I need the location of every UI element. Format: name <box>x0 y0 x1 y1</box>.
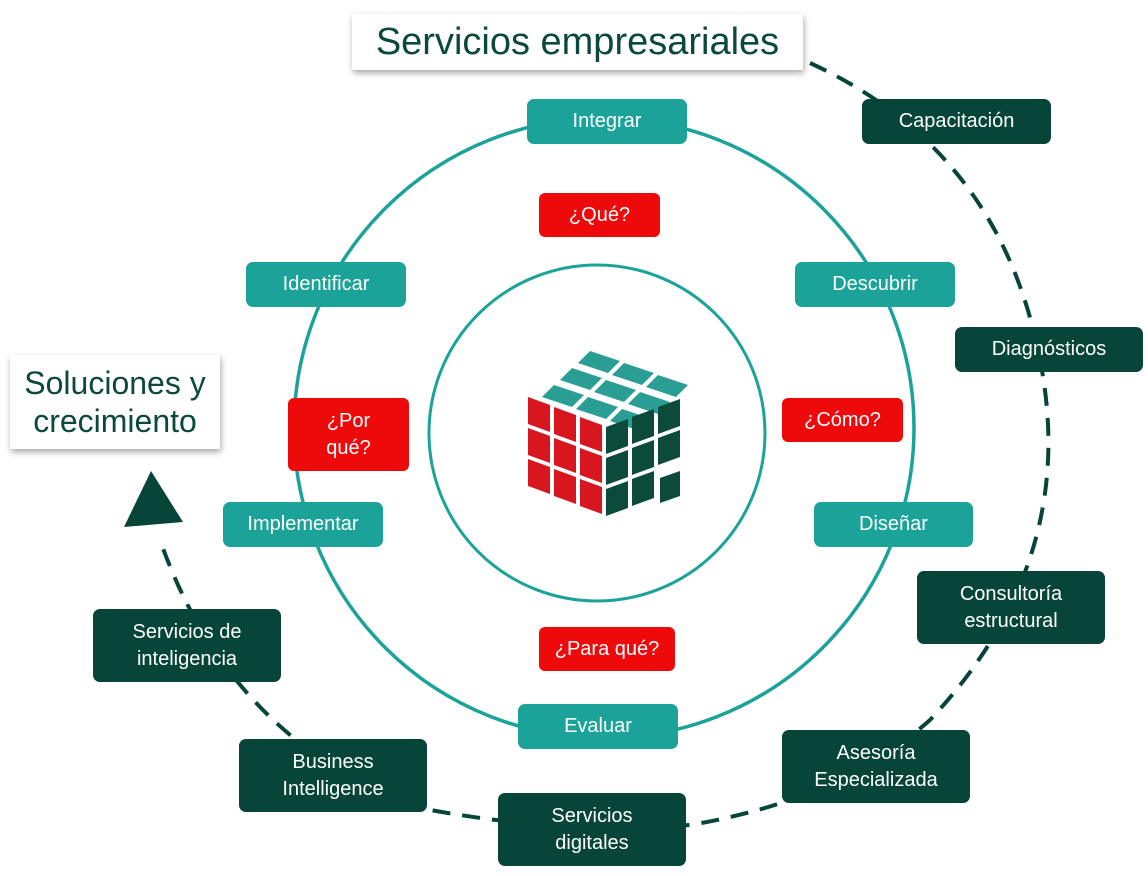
service-diagnosticos: Diagnósticos <box>955 327 1143 372</box>
service-servicios-de-inteligencia: Servicios de inteligencia <box>93 609 281 682</box>
service-business-intelligence: Business Intelligence <box>239 739 427 812</box>
side-title-text: Soluciones y crecimiento <box>24 365 206 439</box>
inner-ring <box>427 263 767 603</box>
question-como: ¿Cómo? <box>782 398 903 442</box>
step-implementar: Implementar <box>223 502 383 547</box>
question-para-que: ¿Para qué? <box>539 627 675 671</box>
diagram-title-text: Servicios empresariales <box>375 20 780 63</box>
question-que: ¿Qué? <box>539 193 660 237</box>
question-por-que: ¿Por qué? <box>288 398 409 471</box>
rubiks-cube-icon <box>528 351 688 516</box>
step-integrar: Integrar <box>527 99 687 144</box>
service-capacitacion: Capacitación <box>862 99 1051 144</box>
service-servicios-digitales: Servicios digitales <box>498 793 686 866</box>
service-consultoria-estructural: Consultoría estructural <box>917 571 1105 644</box>
triangle-arrowhead-icon <box>124 471 183 527</box>
step-evaluar: Evaluar <box>518 704 678 749</box>
diagram-title: Servicios empresariales <box>352 14 803 70</box>
step-disenar: Diseñar <box>814 502 973 547</box>
side-title: Soluciones y crecimiento <box>10 355 220 449</box>
step-descubrir: Descubrir <box>795 262 955 307</box>
service-asesoria-especializada: Asesoría Especializada <box>782 730 970 803</box>
step-identificar: Identificar <box>246 262 406 307</box>
